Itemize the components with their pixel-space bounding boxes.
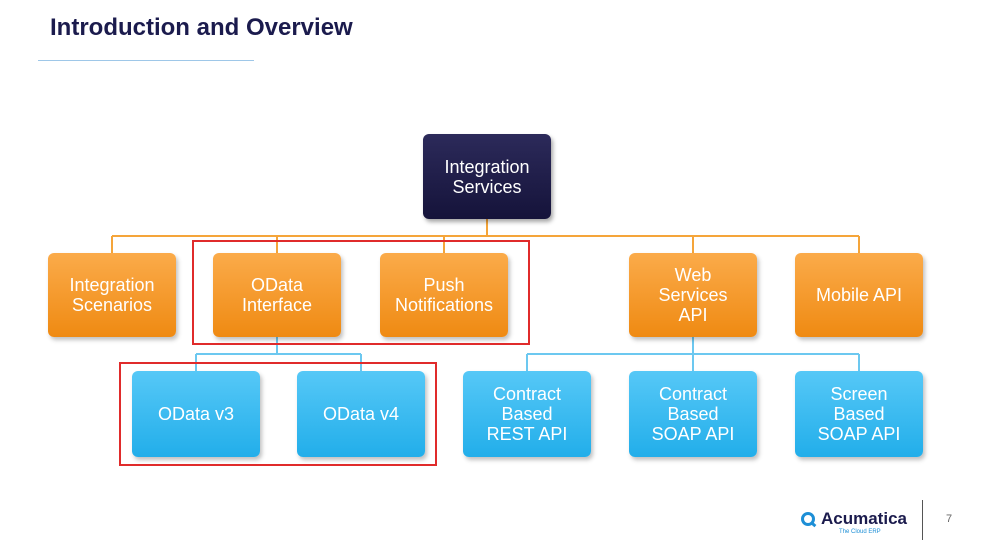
node-integration-services: Integration Services	[423, 134, 551, 219]
logo-name: Acumatica	[821, 509, 907, 528]
node-odata-interface: OData Interface	[213, 253, 341, 337]
node-contract-based-soap-api: Contract Based SOAP API	[629, 371, 757, 457]
node-odata-v3: OData v3	[132, 371, 260, 457]
footer-divider	[922, 500, 923, 540]
highlight-odata-push-group	[192, 240, 530, 345]
logo-tagline: The Cloud ERP	[839, 529, 881, 535]
node-push-notifications: Push Notifications	[380, 253, 508, 337]
slide-title: Introduction and Overview	[50, 14, 353, 41]
acumatica-logo-icon	[801, 512, 815, 526]
highlight-odata-versions-group	[119, 362, 437, 466]
acumatica-logo: Acumatica The Cloud ERP	[801, 508, 907, 542]
title-underline	[38, 60, 254, 61]
node-contract-based-rest-api: Contract Based REST API	[463, 371, 591, 457]
page-number: 7	[946, 513, 953, 525]
node-screen-based-soap-api: Screen Based SOAP API	[795, 371, 923, 457]
node-odata-v4: OData v4	[297, 371, 425, 457]
node-web-services-api: Web Services API	[629, 253, 757, 337]
node-mobile-api: Mobile API	[795, 253, 923, 337]
node-integration-scenarios: Integration Scenarios	[48, 253, 176, 337]
